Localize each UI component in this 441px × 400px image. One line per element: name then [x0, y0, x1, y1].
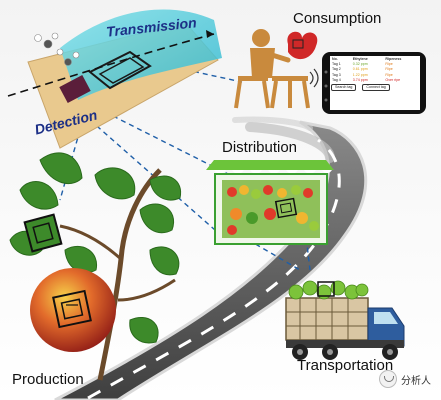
- ethylene-cell: 1.22 ppm: [352, 72, 368, 77]
- road: [54, 116, 368, 400]
- tag-cell: Tag 3: [332, 72, 341, 77]
- header-ethylene: Ethylene: [352, 57, 368, 61]
- tag-cell: Tag 2: [332, 67, 341, 72]
- ripeness-cell: Ripe: [385, 67, 393, 72]
- ripeness-table: No. Ethylene Ripeness Tag 1 0.32 ppm Rip…: [331, 57, 419, 83]
- wechat-icon: [379, 370, 397, 388]
- ripeness-cell: Ripe: [385, 62, 393, 67]
- ripeness-cell: Over ripe: [385, 77, 401, 82]
- distribution-label: Distribution: [222, 139, 298, 156]
- tag-cell: Tag 1: [332, 62, 341, 67]
- table-row[interactable]: Tag 1 0.32 ppm Ripe: [331, 62, 419, 67]
- transportation-label: Transportation: [297, 357, 394, 374]
- table-row[interactable]: Tag 2 0.61 ppm Ripe: [331, 67, 419, 72]
- ethylene-cell: 0.32 ppm: [352, 62, 368, 67]
- consumption-label: Consumption: [293, 10, 382, 27]
- ethylene-cell: 3.74 ppm: [352, 77, 368, 82]
- table-row[interactable]: Tag 4 3.74 ppm Over ripe: [331, 78, 419, 83]
- tag-cell: Tag 4: [332, 77, 341, 82]
- production-label: Production: [12, 371, 84, 388]
- peach: [30, 268, 116, 352]
- peach-tree: [9, 152, 182, 381]
- market-stall: [206, 160, 334, 245]
- watermark: 分析人: [379, 370, 431, 388]
- consumer-illustration: [234, 29, 319, 109]
- header-no: No.: [332, 57, 338, 61]
- search-tag-button[interactable]: Search tag: [331, 84, 357, 92]
- ethylene-cell: 0.61 ppm: [352, 67, 368, 72]
- watermark-text: 分析人: [401, 375, 431, 387]
- phone-button-row: Search tag Connect tag: [331, 84, 419, 92]
- ripeness-cell: Ripe: [385, 72, 393, 77]
- header-ripeness: Ripeness: [385, 57, 402, 61]
- phone-app-screen: No. Ethylene Ripeness Tag 1 0.32 ppm Rip…: [331, 57, 419, 111]
- table-row[interactable]: Tag 3 1.22 ppm Ripe: [331, 73, 419, 78]
- smartphone: [322, 52, 426, 114]
- table-header-row: No. Ethylene Ripeness: [331, 57, 419, 62]
- truck: [285, 280, 405, 360]
- connect-tag-button[interactable]: Connect tag: [362, 84, 390, 92]
- sensor-sheet: [7, 9, 222, 149]
